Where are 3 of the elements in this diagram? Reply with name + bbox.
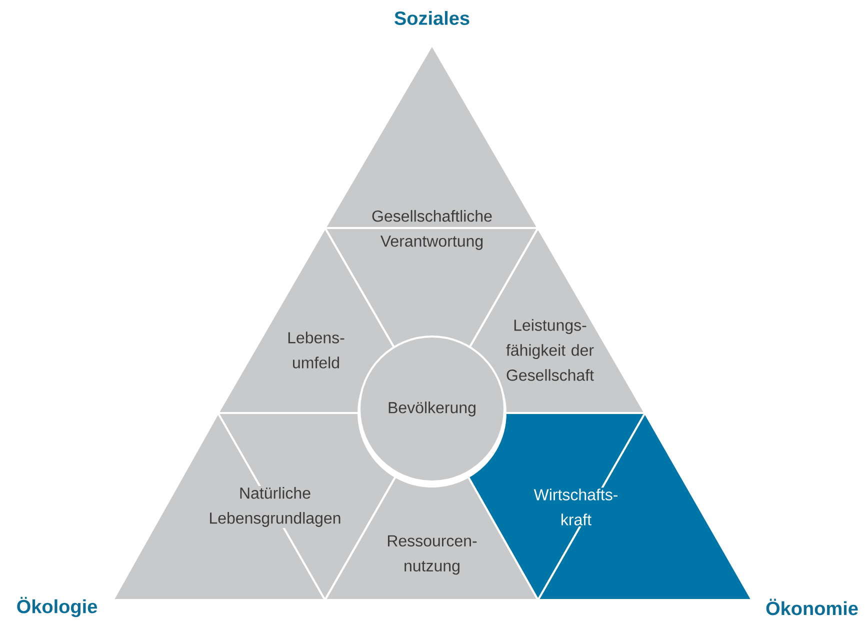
corner-label: Ökologie: [17, 596, 98, 618]
corner-label: Soziales: [394, 11, 470, 25]
corner-label: Ökonomie: [766, 598, 858, 616]
